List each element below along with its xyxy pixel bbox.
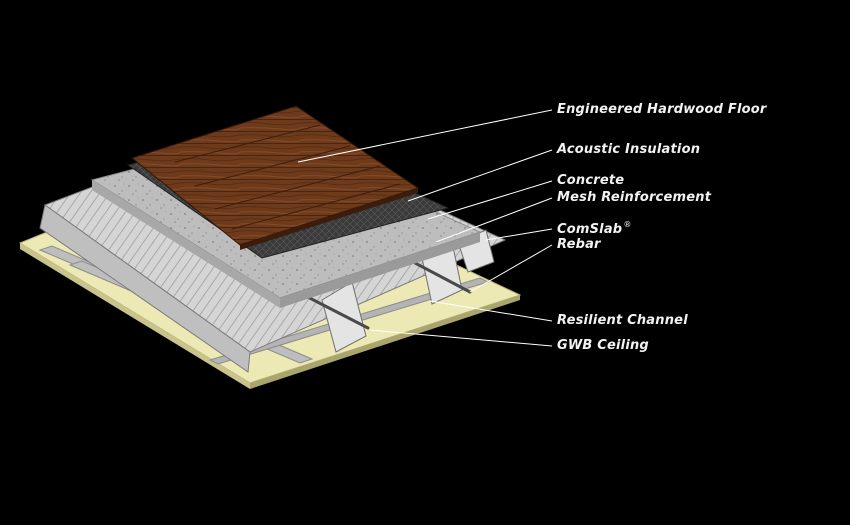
leader-acoustic — [407, 149, 553, 202]
registered-mark: ® — [623, 220, 632, 229]
leader-comslab — [485, 228, 553, 241]
concrete-slab-front — [280, 232, 480, 308]
hardwood-plank-joints — [174, 124, 401, 230]
hardwood-floor-edge — [240, 188, 418, 250]
label-engineered-hardwood-floor: Engineered Hardwood Floor — [557, 102, 767, 117]
leader-concrete — [427, 180, 553, 220]
leader-lines — [297, 109, 553, 347]
label-comslab: ComSlab® — [557, 220, 632, 237]
gwb-ceiling-edge-front — [250, 295, 520, 389]
label-resilient-channel: Resilient Channel — [557, 313, 688, 328]
leader-mesh — [435, 197, 553, 243]
concrete-slab-side — [92, 180, 280, 308]
label-concrete: Concrete — [557, 173, 625, 188]
label-acoustic-insulation: Acoustic Insulation — [557, 142, 701, 157]
label-mesh-reinforcement: Mesh Reinforcement — [557, 190, 712, 205]
leader-floor — [297, 109, 553, 163]
label-comslab-text: ComSlab — [557, 222, 623, 237]
label-rebar: Rebar — [557, 237, 601, 252]
leader-rebar — [469, 244, 553, 293]
leader-channel — [429, 300, 553, 322]
gwb-ceiling-edge — [20, 243, 250, 389]
comslab-deck-side — [39, 204, 251, 373]
label-gwb-ceiling: GWB Ceiling — [557, 338, 649, 353]
leader-ceiling — [369, 329, 553, 347]
